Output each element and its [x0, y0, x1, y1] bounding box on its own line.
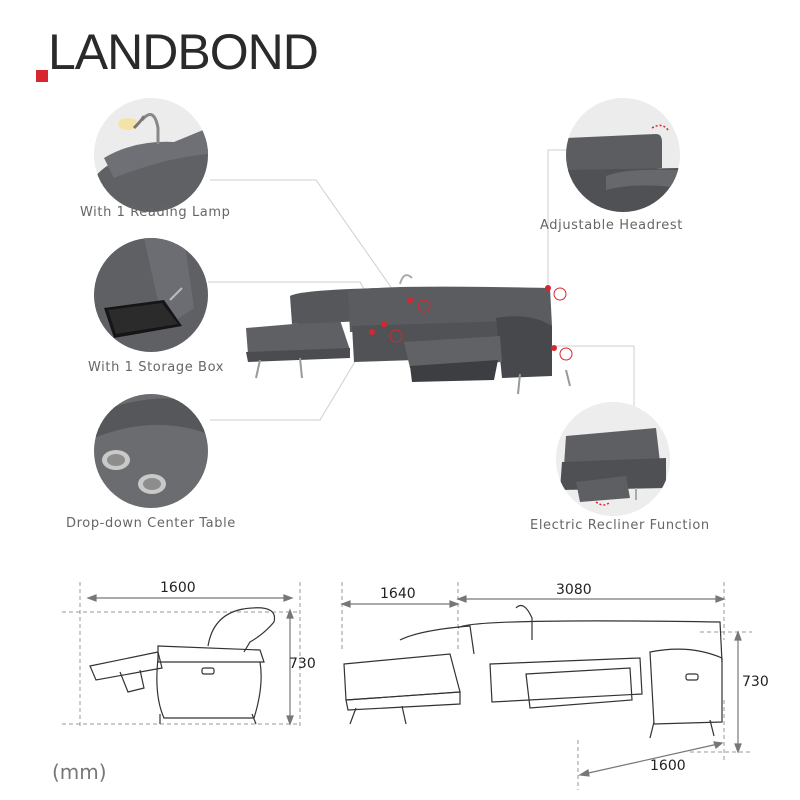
front-view-drawing: [340, 604, 724, 740]
reading-lamp-image: [94, 98, 208, 212]
front-depth-label: 1600: [650, 758, 686, 774]
storage-box-image: [94, 238, 208, 352]
center-table-label: Drop-down Center Table: [66, 516, 236, 531]
recliner-image: [556, 402, 670, 516]
storage-box-label: With 1 Storage Box: [88, 360, 225, 375]
headrest-image: [566, 98, 680, 212]
recliner-label: Electric Recliner Function: [530, 518, 710, 533]
unit-label: (mm): [52, 760, 107, 784]
side-depth-label: 1600: [160, 580, 196, 596]
reading-lamp-label: With 1 Reading Lamp: [80, 205, 231, 220]
brand-accent-square: [36, 70, 48, 82]
chaise-width-label: 1640: [380, 586, 416, 602]
side-view-drawing: [84, 606, 284, 726]
center-table-image: [94, 394, 208, 508]
sofa-product-image: [240, 266, 580, 396]
side-height-label: 730: [289, 656, 316, 672]
brand-name: LANDBOND: [48, 24, 319, 80]
headrest-label: Adjustable Headrest: [540, 218, 683, 233]
sofa-width-label: 3080: [556, 582, 592, 598]
front-height-label: 730: [742, 674, 769, 690]
